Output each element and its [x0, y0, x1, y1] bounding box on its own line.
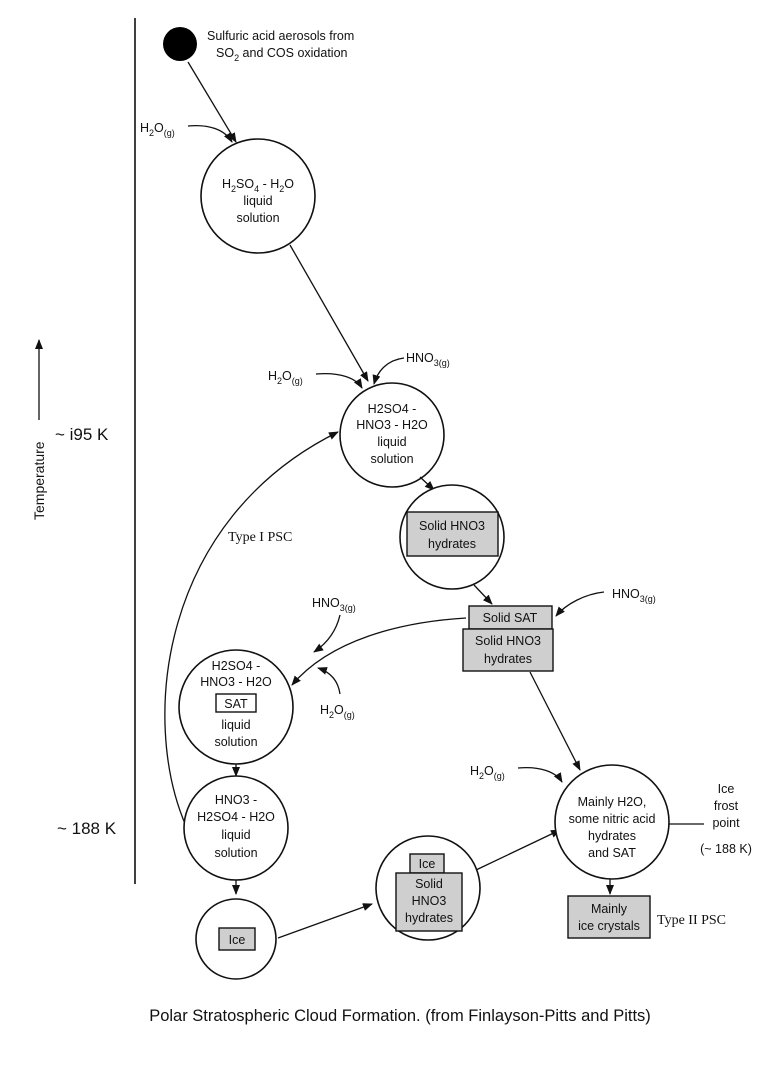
arrow-node3-to-sat [473, 584, 493, 605]
sat-box-line1: Solid SAT [483, 611, 538, 625]
node-h2so4-hno3-h2o-liquid [339, 382, 445, 488]
node7-ice: Ice [419, 857, 436, 871]
node8-line2: some nitric acid [569, 812, 656, 826]
node4-line4: solution [214, 735, 257, 749]
ice-box [218, 927, 256, 951]
arrow-node5-to-node2-loop [164, 431, 339, 827]
node1-line1: H2SO4 - H2O [222, 177, 294, 194]
node5-line3: liquid [221, 828, 250, 842]
arrow-node1-to-node2 [289, 244, 369, 382]
solid-hno3-hydrates-box-3 [395, 872, 463, 932]
mainly-ice-line1: Mainly [591, 902, 628, 916]
source-label-line1: Sulfuric acid aerosols from [207, 29, 354, 43]
h2o-gas-label-3: H2O(g) [320, 703, 355, 720]
node1-line3: solution [236, 211, 279, 225]
node3-line1: Solid HNO3 [419, 519, 485, 533]
arrow-sat-to-node4 [291, 617, 467, 686]
arrow-node2-to-node3 [419, 476, 435, 491]
node6-ice: Ice [229, 933, 246, 947]
node4-line2: HNO3 - H2O [200, 675, 272, 689]
node8-line3: hydrates [588, 829, 636, 843]
node4-line3: liquid [221, 718, 250, 732]
node8-line4: and SAT [588, 846, 636, 860]
sat-inner-box [215, 693, 257, 713]
node2-line2: HNO3 - H2O [356, 418, 428, 432]
node7-line1: Solid [415, 877, 443, 891]
node2-line1: H2SO4 - [368, 402, 417, 416]
arrow-hno3-to-sat [555, 591, 605, 617]
temperature-tick-195k: ~ i95 K [55, 425, 109, 444]
hno3-gas-label-1: HNO3(g) [406, 351, 450, 368]
arrow-node7-to-node8 [475, 829, 561, 871]
temperature-label: Temperature [31, 441, 47, 520]
type-ii-psc-label: Type II PSC [657, 913, 726, 928]
type-i-psc-label: Type I PSC [228, 530, 292, 545]
node-h2so4-h2o-liquid [200, 138, 316, 254]
node8-line1: Mainly H2O, [578, 795, 647, 809]
h2o-gas-label-1: H2O(g) [140, 121, 175, 138]
node5-line1: HNO3 - [215, 793, 257, 807]
frost-point-line4: (~ 188 K) [700, 842, 752, 856]
arrow-node6-to-node7 [277, 903, 373, 939]
frost-point-line1: Ice [718, 782, 735, 796]
hno3-gas-label-3: HNO3(g) [312, 596, 356, 613]
source-label-line2: SO2 and COS oxidation [216, 46, 348, 63]
arrow-h2o-to-node4 [317, 667, 341, 695]
node7-line3: hydrates [405, 911, 453, 925]
node4-sat: SAT [224, 697, 248, 711]
node5-line2: H2SO4 - H2O [197, 810, 275, 824]
node7-line2: HNO3 [412, 894, 447, 908]
node-mainly-h2o [554, 764, 670, 880]
node1-line2: liquid [243, 194, 272, 208]
h2o-gas-label-2: H2O(g) [268, 369, 303, 386]
node3-line2: hydrates [428, 537, 476, 551]
frost-point-line3: point [712, 816, 740, 830]
arrow-hno3-to-node2 [372, 357, 405, 385]
arrow-h2o-to-node8 [517, 766, 563, 783]
solid-hno3-hydrates-box-2 [462, 628, 554, 672]
temperature-tick-188k: ~ 188 K [57, 819, 117, 838]
node4-line1: H2SO4 - [212, 659, 261, 673]
sulfuric-aerosol-dot [163, 27, 197, 61]
temperature-axis-label: Temperature [31, 339, 47, 520]
arrow-hno3-to-node4 [313, 614, 341, 653]
sat-box-line3: hydrates [484, 652, 532, 666]
node2-line4: solution [370, 452, 413, 466]
mainly-ice-line2: ice crystals [578, 919, 640, 933]
h2o-gas-label-4: H2O(g) [470, 764, 505, 781]
arrow-aerosol-to-node1 [187, 61, 237, 143]
frost-point-line2: frost [714, 799, 739, 813]
arrow-h2o-to-node1 [187, 124, 233, 143]
sat-box-line2: Solid HNO3 [475, 634, 541, 648]
node5-line4: solution [214, 846, 257, 860]
arrow-h2o-to-node2 [315, 372, 363, 389]
mainly-ice-crystals-box [567, 895, 651, 939]
node2-line3: liquid [377, 435, 406, 449]
solid-hno3-hydrates-box [406, 511, 499, 557]
arrow-sat-to-node8 [529, 671, 581, 771]
figure-caption: Polar Stratospheric Cloud Formation. (fr… [149, 1007, 651, 1025]
hno3-gas-label-2: HNO3(g) [612, 587, 656, 604]
